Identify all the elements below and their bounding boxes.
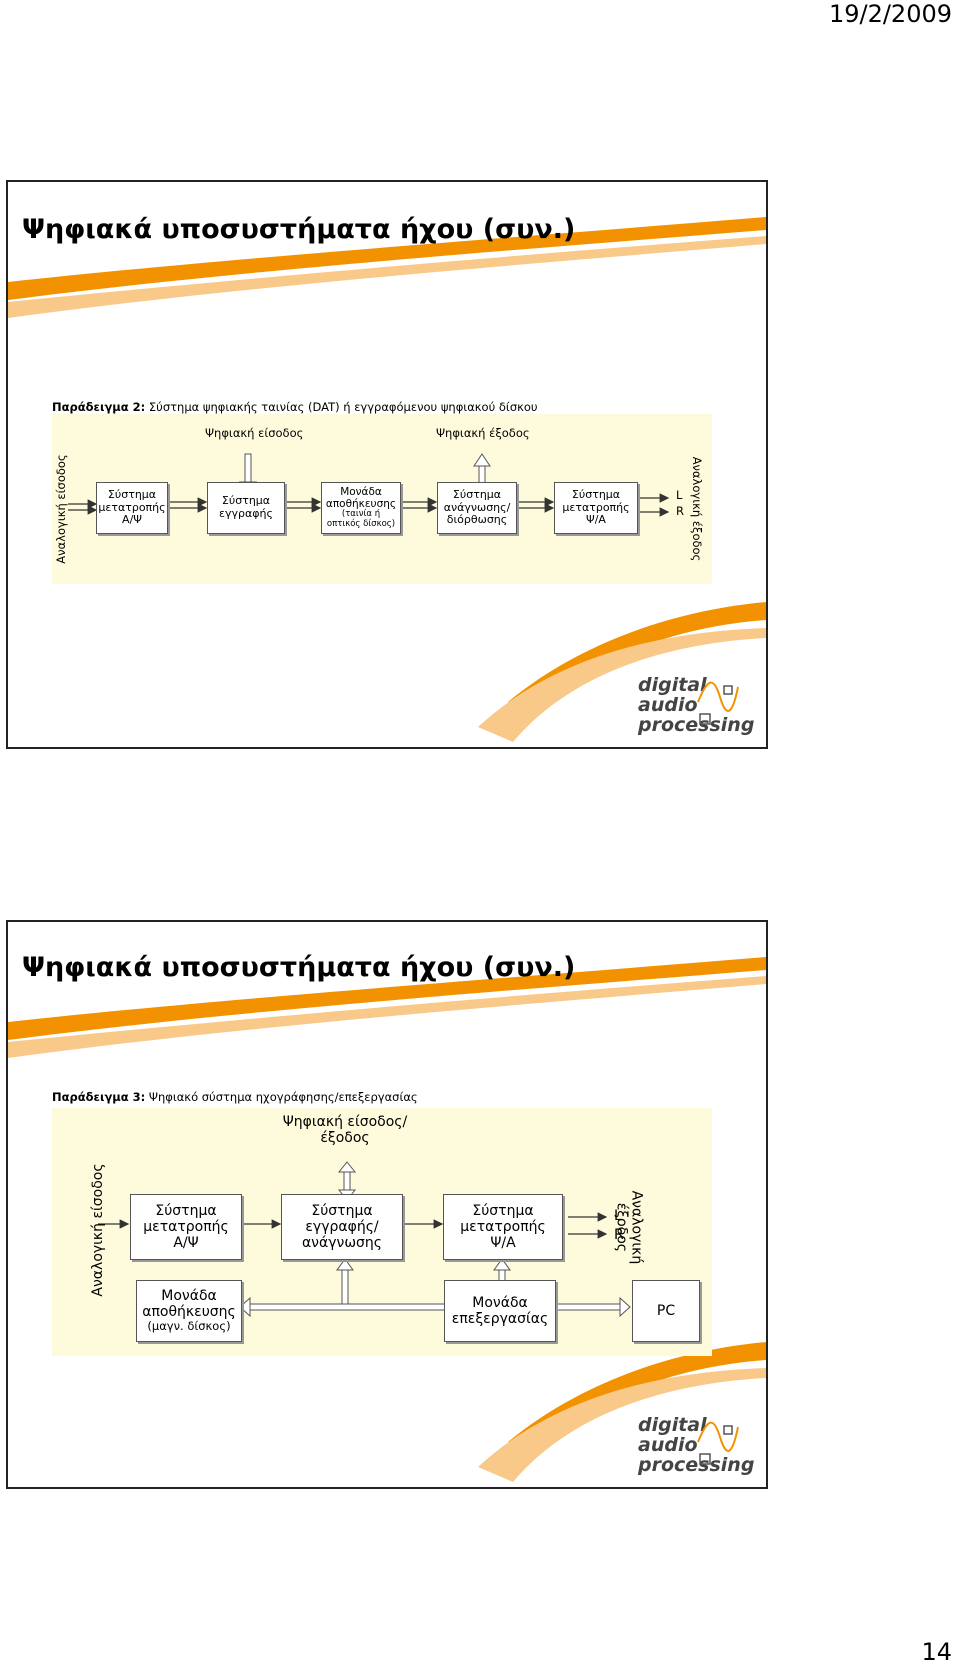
slide-1-box-dac-line: Σύστημα bbox=[571, 488, 621, 502]
slide-2-channel-l: L bbox=[614, 1208, 622, 1224]
slide-1-subtitle: Παράδειγμα 2: Σύστημα ψηφιακής ταινίας (… bbox=[52, 400, 538, 414]
slide-2-box-dac-line: Σύστημα bbox=[472, 1202, 534, 1219]
slide-1-box-storage-note: (ταινία ή οπτικός δίσκος) bbox=[326, 509, 396, 530]
slide-1-box-dac-line: μετατροπής bbox=[562, 500, 630, 514]
slide-1-box-adc: Σύστημα μετατροπής Α/Ψ bbox=[96, 482, 168, 534]
slide-1-box-dac-line: Ψ/Α bbox=[586, 513, 606, 527]
slide-1-channel-r: R bbox=[676, 504, 684, 518]
slide-1-box-dac: Σύστημα μετατροπής Ψ/Α bbox=[554, 482, 638, 534]
slide-1-box-adc-line: Σύστημα bbox=[107, 488, 157, 502]
slide-2-box-pc-label: PC bbox=[656, 1302, 676, 1319]
slide-1-logo-line: processing bbox=[638, 713, 755, 736]
slide-2-decoration bbox=[8, 957, 766, 1482]
slide-2-digital-io-label: Ψηφιακή είσοδος/ έξοδος bbox=[270, 1114, 420, 1146]
slide-1-subtitle-text: Σύστημα ψηφιακής ταινίας (DAT) ή εγγραφό… bbox=[145, 400, 538, 414]
slide-2-logo-line: digital bbox=[638, 1414, 707, 1436]
slide-2-logo-line: processing bbox=[638, 1453, 755, 1476]
slide-1: Ψηφιακά υποσυστήματα ήχου (συν.) Παράδει… bbox=[6, 180, 768, 749]
slide-2-box-record-line: Σύστημα bbox=[311, 1202, 373, 1219]
slide-2-digital-io-line: Ψηφιακή είσοδος/ bbox=[282, 1114, 408, 1130]
slide-2-box-storage: Μονάδα αποθήκευσης (μαγν. δίσκος) bbox=[136, 1280, 242, 1342]
slide-2-box-adc-line: μετατροπής bbox=[143, 1218, 229, 1235]
slide-2-box-pc: PC bbox=[632, 1280, 700, 1342]
slide-2-logo-line: audio bbox=[638, 1433, 698, 1456]
slide-1-decoration bbox=[8, 217, 766, 742]
slide-1-box-storage-line: Μονάδα bbox=[340, 486, 382, 499]
slide-1-box-record-line: εγγραφής bbox=[219, 507, 273, 520]
slide-1-box-read-line: ανάγνωσης/ bbox=[443, 500, 511, 514]
slide-2-subtitle-bold: Παράδειγμα 3: bbox=[52, 1090, 146, 1104]
slide-1-subtitle-bold: Παράδειγμα 2: bbox=[52, 400, 146, 414]
slide-2: Ψηφιακά υποσυστήματα ήχου (συν.) Παράδει… bbox=[6, 920, 768, 1489]
slide-2-title: Ψηφιακά υποσυστήματα ήχου (συν.) bbox=[22, 952, 576, 983]
slide-1-box-read-line: Σύστημα bbox=[452, 488, 502, 502]
slide-2-box-adc-line: Α/Ψ bbox=[173, 1235, 199, 1252]
slide-2-box-processing-line: Μονάδα bbox=[472, 1294, 528, 1311]
slide-2-box-adc-line: Σύστημα bbox=[155, 1202, 217, 1219]
slide-2-box-storage-note: (μαγν. δίσκος) bbox=[147, 1319, 231, 1334]
page-date: 19/2/2009 bbox=[828, 0, 952, 28]
slide-1-box-record: Σύστημα εγγραφής bbox=[207, 482, 285, 534]
slide-1-digital-input-label: Ψηφιακή είσοδος bbox=[205, 426, 304, 440]
slide-1-box-read-line: διόρθωσης bbox=[446, 513, 508, 527]
slide-2-box-record-line: ανάγνωσης bbox=[301, 1235, 383, 1252]
slide-2-box-dac: Σύστημα μετατροπής Ψ/Α bbox=[443, 1194, 563, 1260]
slide-1-title: Ψηφιακά υποσυστήματα ήχου (συν.) bbox=[22, 214, 576, 245]
slide-2-box-record-read: Σύστημα εγγραφής/ ανάγνωσης bbox=[281, 1194, 403, 1260]
slide-2-box-dac-line: μετατροπής bbox=[460, 1218, 546, 1235]
slide-2-logo: digital audio processing bbox=[638, 1414, 755, 1476]
slide-1-box-adc-line: μετατροπής bbox=[98, 500, 166, 514]
slide-1-box-storage-line: αποθήκευσης bbox=[325, 498, 397, 511]
slide-1-channel-l: L bbox=[676, 488, 683, 502]
slide-2-box-dac-line: Ψ/Α bbox=[490, 1235, 516, 1252]
slide-1-box-storage: Μονάδα αποθήκευσης (ταινία ή οπτικός δίσ… bbox=[321, 482, 401, 534]
slide-1-box-read: Σύστημα ανάγνωσης/ διόρθωσης bbox=[437, 482, 517, 534]
slide-2-subtitle-text: Ψηφιακό σύστημα ηχογράφησης/επεξεργασίας bbox=[145, 1090, 418, 1104]
slide-2-box-record-line: εγγραφής/ bbox=[305, 1218, 379, 1235]
slide-2-box-storage-line: Μονάδα bbox=[161, 1288, 217, 1305]
slide-1-logo-wave-icon bbox=[697, 681, 739, 725]
slide-1-box-record-line: Σύστημα bbox=[221, 494, 271, 508]
slide-1-box-adc-line: Α/Ψ bbox=[122, 513, 142, 527]
slide-1-logo-line: digital bbox=[638, 674, 707, 696]
slide-2-digital-io-line: έξοδος bbox=[320, 1130, 370, 1146]
slide-2-channel-r: R bbox=[614, 1227, 624, 1243]
slide-2-box-storage-line: αποθήκευσης bbox=[142, 1304, 236, 1321]
page-number: 14 bbox=[921, 1638, 952, 1666]
slide-1-logo-line: audio bbox=[638, 693, 698, 716]
slide-2-subtitle: Παράδειγμα 3: Ψηφιακό σύστημα ηχογράφηση… bbox=[52, 1090, 418, 1104]
slide-1-digital-output-label: Ψηφιακή έξοδος bbox=[436, 426, 530, 440]
slide-2-box-processing: Μονάδα επεξεργασίας bbox=[444, 1280, 556, 1342]
slide-2-box-adc: Σύστημα μετατροπής Α/Ψ bbox=[130, 1194, 242, 1260]
slide-2-box-processing-line: επεξεργασίας bbox=[451, 1311, 549, 1327]
slide-2-logo-wave-icon bbox=[697, 1421, 739, 1465]
slide-1-logo: digital audio processing bbox=[638, 674, 755, 736]
